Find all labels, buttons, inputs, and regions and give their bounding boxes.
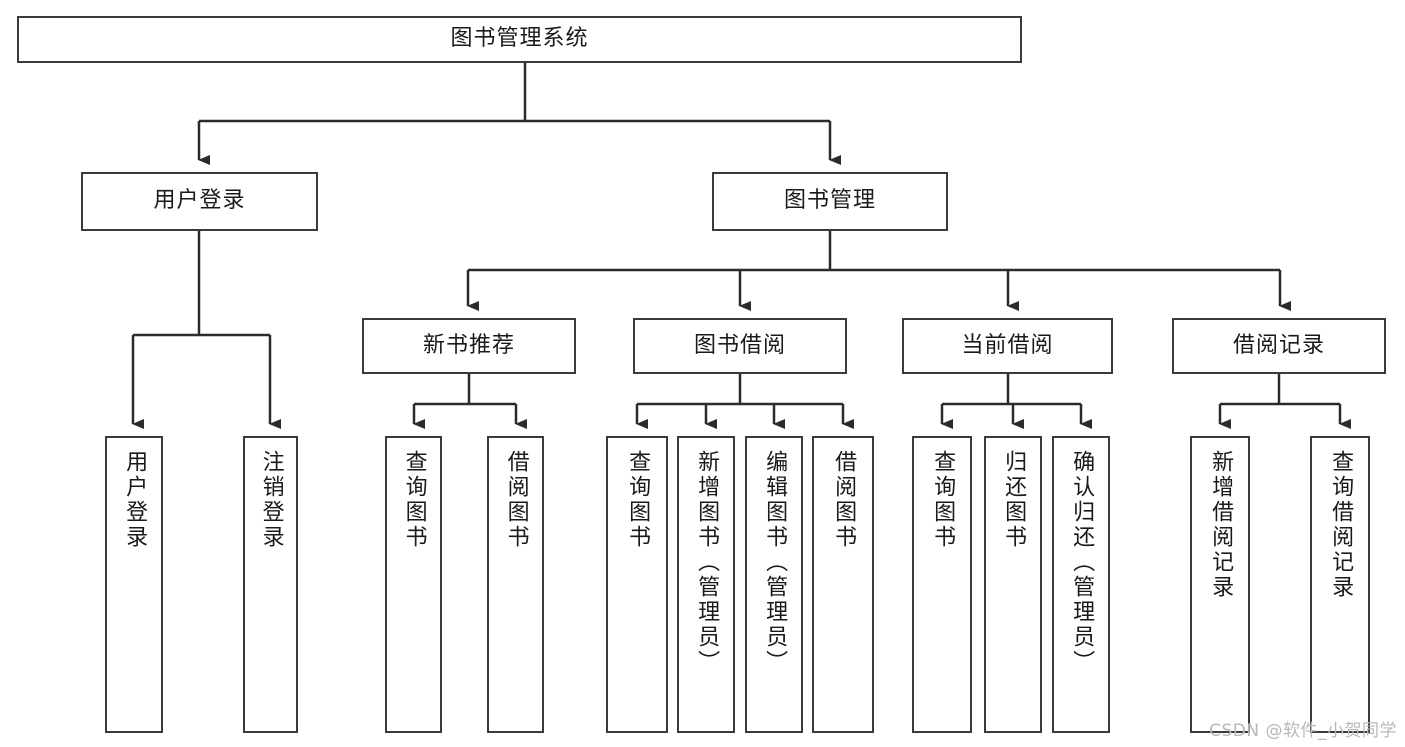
node-level2-borrow-record[interactable]: 借阅记录 [1172,318,1386,374]
node-label: 归还图书 [1001,450,1027,550]
watermark-text: CSDN @软件_小贺同学 [1209,721,1397,741]
node-root[interactable]: 图书管理系统 [17,16,1022,63]
node-leaf-add-book-admin[interactable]: 新增图书（管理员） [677,436,735,733]
node-level2-new-book-recommend[interactable]: 新书推荐 [362,318,576,374]
node-leaf-logout[interactable]: 注销登录 [243,436,298,733]
node-label: 注销登录 [258,450,284,550]
node-leaf-borrow-book-newbook[interactable]: 借阅图书 [487,436,544,733]
node-label: 确认归还（管理员） [1069,450,1095,675]
node-label: 用户登录 [153,188,246,214]
node-label: 借阅图书 [831,450,857,550]
node-leaf-query-book-newbook[interactable]: 查询图书 [385,436,442,733]
node-label: 新增借阅记录 [1208,450,1234,600]
node-leaf-borrow-book[interactable]: 借阅图书 [812,436,874,733]
node-level1-user-login[interactable]: 用户登录 [81,172,318,231]
node-label: 图书借阅 [693,332,786,358]
node-level1-book-management[interactable]: 图书管理 [712,172,948,231]
node-level2-book-borrow[interactable]: 图书借阅 [633,318,847,374]
node-leaf-query-book-borrow[interactable]: 查询图书 [606,436,668,733]
node-label: 新书推荐 [422,332,515,358]
node-label: 借阅记录 [1232,332,1325,358]
node-label: 图书管理 [783,188,876,214]
node-label: 查询图书 [401,450,427,550]
node-leaf-query-book-current[interactable]: 查询图书 [912,436,972,733]
node-leaf-confirm-return-admin[interactable]: 确认归还（管理员） [1052,436,1110,733]
node-label: 当前借阅 [961,332,1054,358]
node-label: 编辑图书（管理员） [762,450,788,675]
node-root-label: 图书管理系统 [450,26,589,52]
node-leaf-add-borrow-record[interactable]: 新增借阅记录 [1190,436,1250,733]
node-leaf-edit-book-admin[interactable]: 编辑图书（管理员） [745,436,803,733]
node-leaf-user-login[interactable]: 用户登录 [105,436,163,733]
node-label: 查询借阅记录 [1328,450,1354,600]
node-leaf-query-borrow-record[interactable]: 查询借阅记录 [1310,436,1370,733]
node-label: 用户登录 [122,450,148,550]
node-label: 查询图书 [625,450,651,550]
node-level2-current-borrow[interactable]: 当前借阅 [902,318,1113,374]
node-label: 借阅图书 [503,450,529,550]
node-label: 查询图书 [930,450,956,550]
node-label: 新增图书（管理员） [694,450,720,675]
node-leaf-return-book[interactable]: 归还图书 [984,436,1042,733]
